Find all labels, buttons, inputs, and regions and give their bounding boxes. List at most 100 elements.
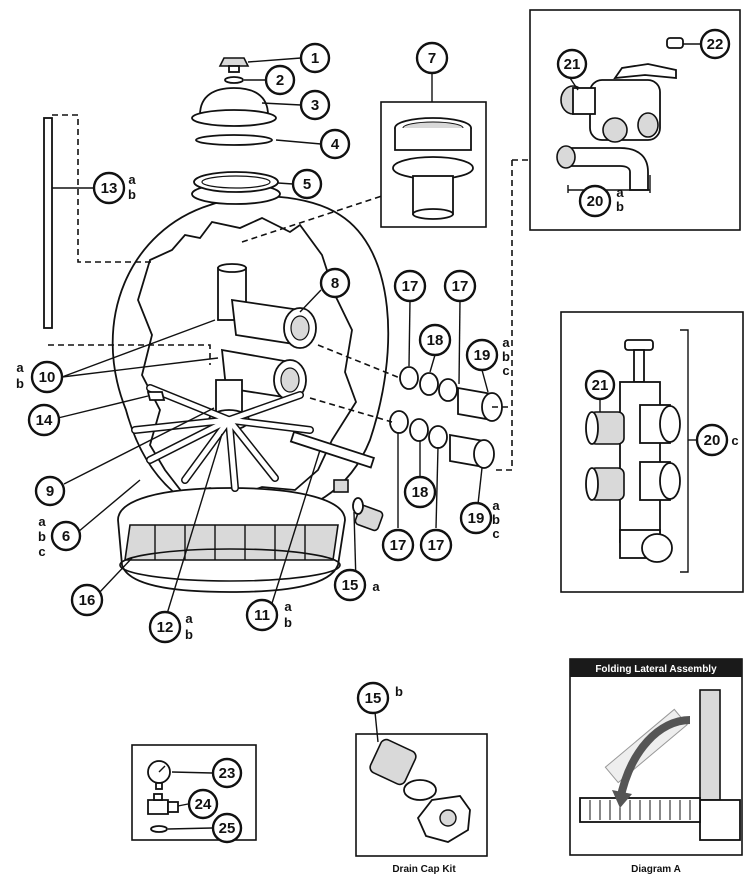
callout-16: 16: [70, 583, 104, 617]
part-7: [392, 117, 474, 220]
filter-tank: [111, 183, 390, 593]
svg-text:23: 23: [219, 765, 236, 782]
svg-text:c: c: [492, 526, 499, 541]
svg-text:c: c: [731, 433, 738, 448]
callout-8: 8: [319, 267, 351, 299]
svg-text:b: b: [38, 529, 46, 544]
callout-12: 12 ab: [148, 610, 193, 644]
callout-22: 22: [699, 28, 731, 60]
svg-text:a: a: [616, 185, 624, 200]
svg-text:20: 20: [587, 193, 604, 210]
callout-15a: 15 a: [333, 568, 380, 602]
pipe-13: [43, 117, 53, 329]
callout-3: 3: [299, 89, 331, 121]
svg-text:10: 10: [39, 369, 56, 386]
callout-21-side: 21: [584, 369, 616, 401]
callout-18-bottom: 18: [403, 475, 437, 509]
svg-text:20: 20: [704, 432, 721, 449]
svg-text:15: 15: [365, 690, 382, 707]
callout-17-bottom-right: 17: [419, 528, 453, 562]
svg-text:21: 21: [592, 377, 609, 394]
svg-text:3: 3: [311, 97, 319, 114]
svg-text:6: 6: [62, 528, 70, 545]
svg-text:19: 19: [474, 347, 491, 364]
svg-text:b: b: [128, 187, 136, 202]
callout-20ab: 20 ab: [578, 184, 624, 218]
diagram-a-art: [579, 689, 741, 841]
callout-11: 11 ab: [245, 598, 292, 632]
svg-text:1: 1: [311, 50, 319, 67]
callout-25: 25: [211, 812, 243, 844]
svg-text:16: 16: [79, 592, 96, 609]
svg-text:14: 14: [36, 412, 53, 429]
callout-2: 2: [264, 64, 296, 96]
callout-23: 23: [211, 757, 243, 789]
callout-4: 4: [319, 128, 351, 160]
svg-text:18: 18: [427, 332, 444, 349]
svg-text:b: b: [492, 512, 500, 527]
callout-17-top-left: 17: [393, 269, 427, 303]
callout-17-bottom-left: 17: [381, 528, 415, 562]
svg-text:a: a: [38, 514, 46, 529]
svg-text:15: 15: [342, 577, 359, 594]
svg-text:a: a: [185, 611, 193, 626]
callout-18-top: 18: [418, 323, 452, 357]
drain-cap-kit-caption: Drain Cap Kit: [392, 864, 456, 875]
callout-14: 14: [27, 403, 61, 437]
svg-text:17: 17: [428, 537, 445, 554]
svg-text:12: 12: [157, 619, 174, 636]
svg-text:b: b: [502, 349, 510, 364]
svg-text:a: a: [492, 498, 500, 513]
side-mount-valve: [585, 339, 681, 563]
svg-text:b: b: [16, 376, 24, 391]
svg-text:b: b: [395, 684, 403, 699]
drain-cap-kit-parts: [369, 738, 471, 843]
svg-text:8: 8: [331, 275, 339, 292]
callout-19-top: 19 abc: [465, 335, 510, 378]
svg-text:18: 18: [412, 484, 429, 501]
svg-text:22: 22: [707, 36, 724, 53]
svg-text:a: a: [372, 579, 380, 594]
folding-lateral-title: Folding Lateral Assembly: [595, 664, 717, 675]
svg-text:b: b: [284, 615, 292, 630]
fittings: [389, 366, 503, 469]
callout-1: 1: [299, 42, 331, 74]
callout-24: 24: [187, 788, 219, 820]
top-parts: [191, 57, 279, 193]
svg-text:25: 25: [219, 820, 236, 837]
svg-text:b: b: [185, 627, 193, 642]
callout-10: 10 ab: [16, 360, 64, 394]
svg-text:11: 11: [254, 607, 270, 624]
callout-17-top-right: 17: [443, 269, 477, 303]
svg-text:a: a: [16, 360, 24, 375]
svg-text:c: c: [38, 544, 45, 559]
svg-text:13: 13: [101, 180, 118, 197]
callout-leaders: [52, 43, 700, 830]
callout-21-mpv: 21: [556, 48, 588, 80]
svg-text:17: 17: [402, 278, 419, 295]
multiport-valve: [556, 37, 684, 191]
svg-text:24: 24: [195, 796, 212, 813]
svg-text:17: 17: [452, 278, 469, 295]
svg-text:21: 21: [564, 56, 581, 73]
svg-text:17: 17: [390, 537, 407, 554]
svg-text:a: a: [502, 335, 510, 350]
svg-text:19: 19: [468, 510, 485, 527]
gauge-kit-parts: [147, 760, 179, 833]
svg-text:c: c: [502, 363, 509, 378]
callout-19-bottom: 19 abc: [459, 498, 500, 541]
callout-20c: 20 c: [695, 423, 739, 457]
svg-text:b: b: [616, 199, 624, 214]
svg-text:7: 7: [428, 50, 436, 67]
callout-13: 13 ab: [92, 171, 136, 205]
svg-text:2: 2: [276, 72, 284, 89]
callout-15b: 15 b: [356, 681, 403, 715]
svg-text:4: 4: [331, 136, 340, 153]
svg-text:a: a: [128, 172, 136, 187]
callout-5: 5: [291, 168, 323, 200]
callout-9: 9: [34, 475, 66, 507]
folding-lateral-title-bar: [570, 659, 742, 677]
callout-7: 7: [415, 41, 449, 75]
diagram-a-caption: Diagram A: [631, 864, 681, 875]
